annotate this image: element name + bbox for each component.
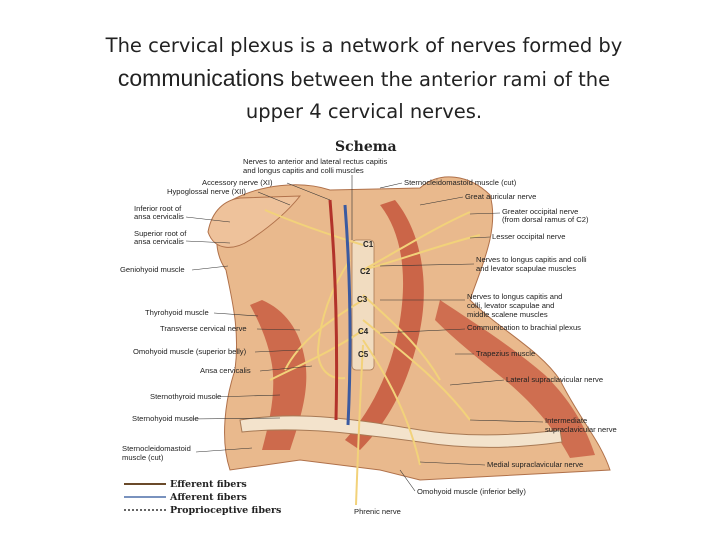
label-greater-occipital-2: (from dorsal ramus of C2): [502, 215, 589, 224]
label-phrenic-nerve: Phrenic nerve: [354, 507, 401, 516]
label-longus-scalene-3: middle scalene muscles: [467, 310, 548, 319]
label-longus-scalene-1: Nerves to longus capitis and: [467, 292, 562, 301]
level-c2: C2: [360, 267, 371, 276]
right-labels: Sternocleidomastoid muscle (cut) Great a…: [354, 178, 617, 516]
level-c5: C5: [358, 350, 369, 359]
label-omohyoid-inferior: Omohyoid muscle (inferior belly): [417, 487, 526, 496]
label-sternothyroid: Sternothyroid muscle: [150, 392, 221, 401]
vessel: [343, 204, 352, 426]
level-c4: C4: [358, 327, 369, 336]
jaw-outline: [207, 195, 302, 248]
label-greater-occipital-1: Greater occipital nerve: [502, 207, 578, 216]
label-lateral-supraclavicular: Lateral supraclavicular nerve: [506, 375, 603, 384]
title-line-3: upper 4 cervical nerves.: [245, 100, 483, 123]
label-scm-cut-2: muscle (cut): [122, 453, 164, 462]
label-accessory-nerve: Accessory nerve (XI): [202, 178, 273, 187]
label-ansa-cervicalis: Ansa cervicalis: [200, 366, 251, 375]
title-line-2: communications between the anterior rami…: [0, 62, 728, 96]
label-hypoglossal-nerve: Hypoglossal nerve (XII): [167, 187, 246, 196]
label-superior-root-2: ansa cervicalis: [134, 237, 184, 246]
label-thyrohyoid: Thyrohyoid muscle: [145, 308, 209, 317]
label-medial-supraclavicular: Medial supraclavicular nerve: [487, 460, 583, 469]
level-c1: C1: [363, 240, 374, 249]
cervical-level-labels: C1 C2 C3 C4 C5: [357, 240, 374, 359]
label-longus-levator-1: Nerves to longus capitis and colli: [476, 255, 587, 264]
left-labels: Nerves to anterior and lateral rectus ca…: [120, 157, 388, 462]
fiber-legend: Efferent fibers Afferent fibers Proprioc…: [124, 479, 281, 516]
label-scm-cut-1: Sternocleidomastoid: [122, 444, 191, 453]
label-longus-scalene-2: colli, levator scapulae and: [467, 301, 554, 310]
label-scm-cut-right: Sternocleidomastoid muscle (cut): [404, 178, 517, 187]
nerve-branches: [264, 209, 481, 506]
label-geniohyoid: Geniohyoid muscle: [120, 265, 185, 274]
legend-proprioceptive: Proprioceptive fibers: [170, 505, 281, 516]
label-communication-brachial: Communication to brachial plexus: [467, 323, 581, 332]
label-longus-levator-2: and levator scapulae muscles: [476, 264, 576, 273]
label-intermediate-supraclavicular-1: Intermediate: [545, 416, 587, 425]
anatomy-illustration: [207, 176, 611, 506]
label-nerves-rectus-capitis-2: and longus capitis and colli muscles: [243, 166, 364, 175]
label-trapezius: Trapezius muscle: [476, 349, 535, 358]
label-intermediate-supraclavicular-2: supraclavicular nerve: [545, 425, 617, 434]
label-lesser-occipital: Lesser occipital nerve: [492, 232, 565, 241]
schema-heading: Schema: [335, 139, 397, 155]
label-sternohyoid: Sternohyoid muscle: [132, 414, 199, 423]
legend-afferent: Afferent fibers: [169, 492, 247, 503]
level-c3: C3: [357, 295, 368, 304]
sternocleidomastoid-muscle: [345, 200, 424, 450]
label-transverse-cervical: Transverse cervical nerve: [160, 324, 247, 333]
label-nerves-rectus-capitis-1: Nerves to anterior and lateral rectus ca…: [243, 157, 388, 166]
label-superior-root-1: Superior root of: [134, 229, 187, 238]
label-inferior-root-1: Inferior root of: [134, 204, 182, 213]
slide-title: The cervical plexus is a network of nerv…: [0, 30, 728, 128]
trapezius-muscle: [435, 300, 595, 458]
vessel: [328, 199, 339, 421]
label-great-auricular: Great auricular nerve: [465, 192, 536, 201]
title-line-2-rest: between the anterior rami of the: [284, 68, 611, 91]
title-line-1: The cervical plexus is a network of nerv…: [105, 34, 623, 57]
legend-efferent: Efferent fibers: [170, 479, 247, 490]
title-emphasis: communications: [117, 65, 285, 91]
label-inferior-root-2: ansa cervicalis: [134, 212, 184, 221]
label-omohyoid-superior: Omohyoid muscle (superior belly): [133, 347, 247, 356]
